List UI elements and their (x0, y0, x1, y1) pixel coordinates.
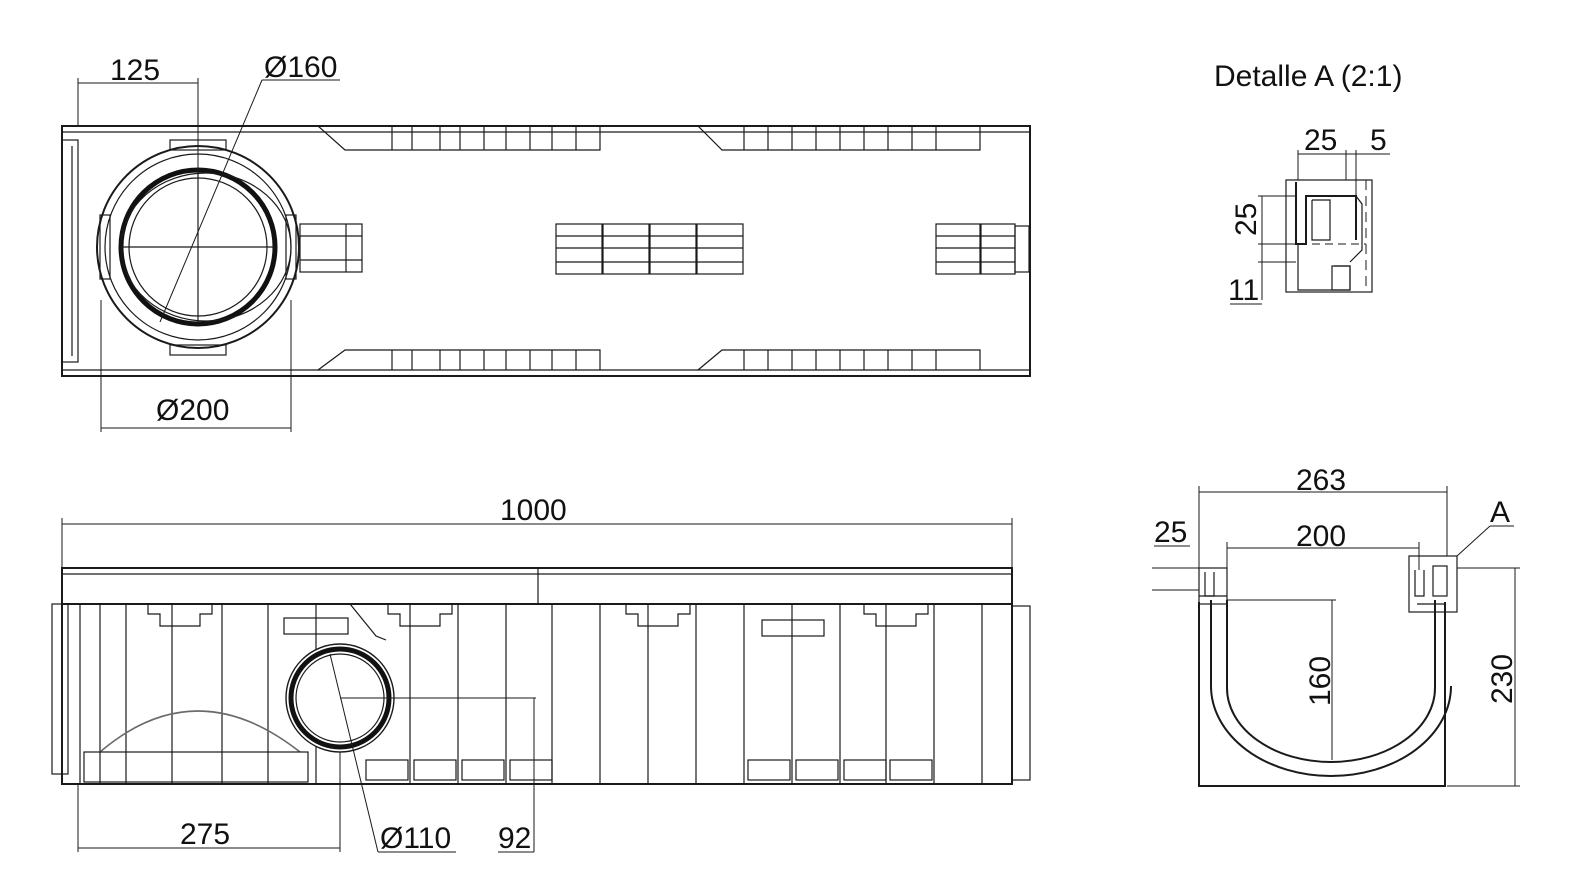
section-dim-263: 263 (1198, 464, 1448, 570)
detail-profile (1285, 179, 1373, 293)
dim-1000-label: 1000 (500, 494, 567, 527)
side-bottom-slots (365, 759, 933, 781)
section-dim-25-label: 25 (1154, 516, 1187, 549)
detail-dim-25-left-label: 25 (1230, 203, 1263, 236)
dim-d160: Ø160 (159, 51, 340, 323)
detail-dim-25-top: 25 (1297, 124, 1390, 180)
section-dim-160: 160 (1227, 599, 1337, 760)
side-brackets (147, 603, 929, 641)
dim-125-label: 125 (110, 54, 160, 87)
detail-dim-25-left: 25 (1230, 195, 1296, 300)
section-label-a-text: A (1490, 496, 1510, 529)
section-body (1198, 555, 1458, 787)
section-label-a: A (1456, 496, 1514, 557)
detail-title: Detalle A (2:1) (1214, 60, 1402, 93)
section-dim-25: 25 (1152, 516, 1199, 591)
top-view-end-flange (61, 139, 79, 363)
right-end-blocks (935, 223, 1030, 275)
detail-dim-5: 5 (1355, 124, 1387, 196)
section-dim-200-label: 200 (1296, 520, 1346, 553)
outlet-ring (96, 139, 300, 356)
dim-1000: 1000 (61, 494, 1013, 568)
dim-d200: Ø200 (100, 300, 292, 432)
detail-a: Detalle A (2:1) 25 5 25 (1214, 60, 1402, 307)
dim-d110: Ø110 (329, 653, 456, 855)
section-dim-230-label: 230 (1486, 654, 1519, 704)
cross-section: 263 200 25 A 160 230 (1152, 464, 1520, 787)
dim-d160-label: Ø160 (264, 51, 337, 84)
dim-92-label: 92 (498, 822, 531, 855)
detail-dim-5-label: 5 (1370, 124, 1387, 157)
center-grate-blocks (555, 223, 744, 275)
section-dim-230: 230 (1447, 567, 1520, 787)
side-view: 1000 (51, 494, 1031, 855)
dim-d200-label: Ø200 (156, 394, 229, 427)
top-rib-band-lower (317, 349, 981, 371)
detail-dim-11: 11 (1228, 261, 1296, 307)
top-view: 125 Ø160 Ø200 (61, 51, 1031, 432)
dim-d110-label: Ø110 (380, 822, 451, 855)
top-rib-band-upper (317, 125, 981, 151)
side-body (61, 603, 1013, 785)
dim-92: 92 (340, 697, 536, 855)
detail-dim-25-top-label: 25 (1304, 124, 1337, 157)
side-ribs (79, 604, 983, 784)
dim-275: 275 (77, 752, 341, 852)
dim-275-label: 275 (180, 818, 230, 851)
top-view-outline (61, 125, 1031, 377)
detail-dim-11-label: 11 (1228, 274, 1259, 307)
dim-125: 125 (77, 54, 199, 170)
section-dim-263-label: 263 (1296, 464, 1346, 497)
section-dim-160-label: 160 (1304, 656, 1337, 706)
section-dim-200: 200 (1226, 520, 1420, 570)
